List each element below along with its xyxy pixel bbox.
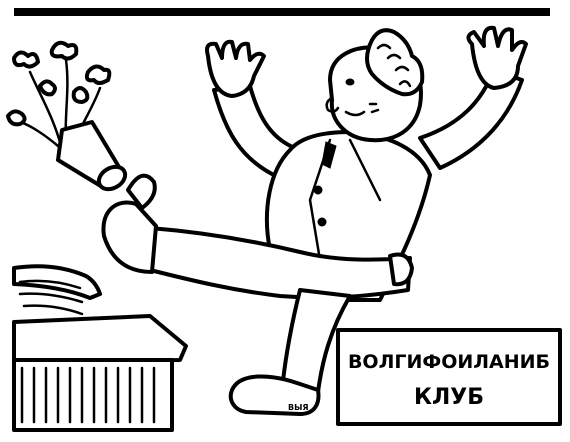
- library-club-sign: ВОЛГИФОИЛАНИБ КЛУБ: [336, 328, 562, 426]
- shoe-sole-text: ВЫЯ: [288, 403, 309, 412]
- sign-line-1: ВОЛГИФОИЛАНИБ: [348, 351, 550, 373]
- man-head: [325, 28, 425, 143]
- desk: [12, 264, 188, 432]
- kicking-leg: [101, 173, 414, 300]
- right-arm: [418, 25, 528, 170]
- top-border-bar: [14, 8, 550, 16]
- falling-flower-pot: [6, 40, 128, 192]
- standing-leg: ВЫЯ: [228, 288, 352, 416]
- sign-line-2: КЛУБ: [414, 385, 484, 410]
